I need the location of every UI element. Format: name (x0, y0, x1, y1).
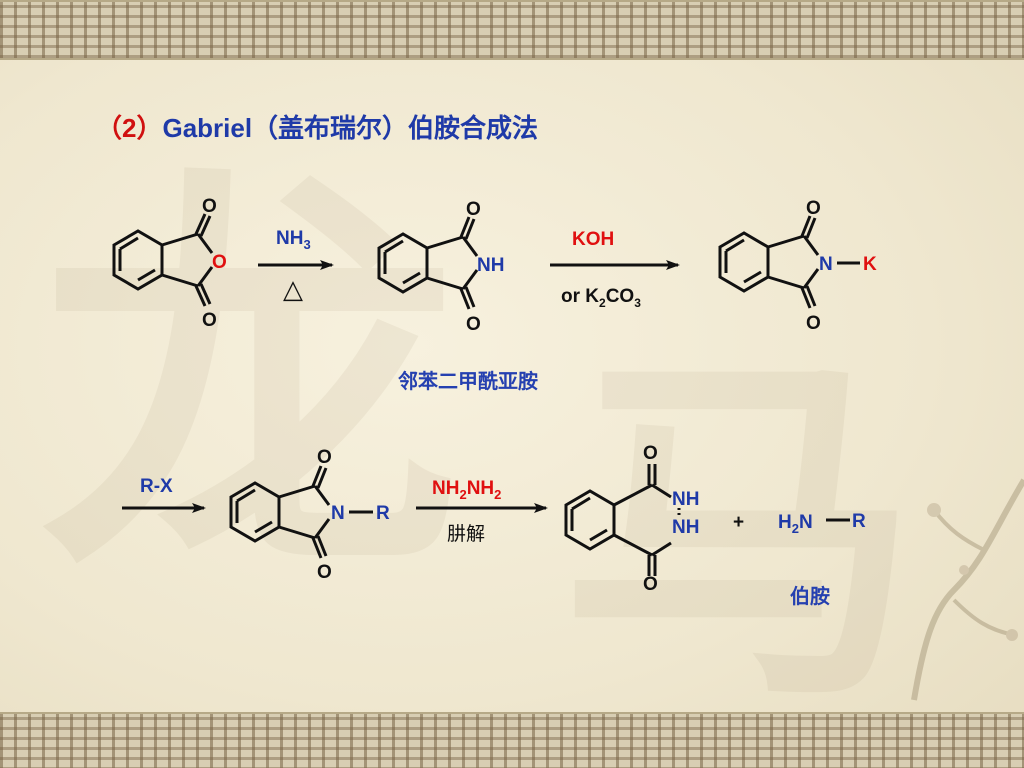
title-text: Gabriel（盖布瑞尔）伯胺合成法 (162, 113, 539, 143)
heat-symbol: △ (283, 275, 303, 305)
phthalic-anhydride-molecule (112, 213, 214, 307)
hydrazinolysis-label: 肼解 (447, 523, 485, 545)
hydrazine-a: NH (432, 478, 459, 499)
amine-h: H (778, 512, 792, 533)
potassium-atom: K (863, 254, 877, 275)
reagent-hydrazine: NH2NH2 (432, 478, 501, 502)
alkylphthalimide-oxygen-bottom: O (317, 562, 332, 583)
bottom-decorative-border (0, 712, 1024, 768)
hydrazide-oxygen-bottom: O (643, 574, 658, 595)
reagent-koh: KOH (572, 229, 614, 250)
k-phthalimide-oxygen-bottom: O (806, 313, 821, 334)
n-alkylphthalimide-molecule (229, 465, 373, 559)
phthalimide-nh: NH (477, 255, 504, 276)
primary-amine-label: 伯胺 (790, 586, 830, 608)
amine-sub: 2 (792, 521, 799, 536)
anhydride-ring-oxygen: O (212, 252, 227, 273)
title-number: （2） (96, 113, 163, 143)
k2co3-mid: CO (606, 286, 635, 307)
reagent-rx: R-X (140, 476, 173, 497)
anhydride-oxygen-bottom: O (202, 310, 217, 331)
hydrazine-b: NH (467, 478, 494, 499)
slide-title: （2）Gabriel（盖布瑞尔）伯胺合成法 (96, 108, 538, 145)
reagent-nh3: NH3 (276, 228, 311, 252)
reagent-nh3-sub: 3 (303, 237, 310, 252)
plum-branch-decoration (911, 478, 1024, 701)
k-phthalimide-nitrogen: N (819, 254, 833, 275)
anhydride-oxygen-top: O (202, 196, 217, 217)
hydrazine-sub2: 2 (494, 487, 501, 502)
hydrazine-sub1: 2 (459, 487, 466, 502)
hydrazide-oxygen-top: O (643, 443, 658, 464)
phthalimide-oxygen-top: O (466, 199, 481, 220)
amine-n: N (799, 512, 813, 533)
potassium-phthalimide-molecule (718, 215, 860, 309)
top-decorative-border (0, 0, 1024, 60)
alkylphthalimide-oxygen-top: O (317, 447, 332, 468)
hydrazide-nh-top: NH (672, 489, 699, 510)
amine-r-group: R (852, 511, 866, 532)
primary-amine-formula: H2N (778, 512, 813, 536)
k2co3-prefix: or K (561, 286, 599, 307)
k-phthalimide-oxygen-top: O (806, 198, 821, 219)
phthalhydrazide-molecule (564, 464, 681, 576)
hydrazide-nh-bottom: NH (672, 517, 699, 538)
k2co3-sub2: 3 (634, 296, 641, 310)
phthalimide-oxygen-bottom: O (466, 314, 481, 335)
plus-sign: + (733, 512, 744, 533)
phthalimide-molecule (377, 216, 479, 310)
alkylphthalimide-nitrogen: N (331, 503, 345, 524)
reagent-k2co3: or K2CO3 (561, 286, 641, 310)
reagent-nh3-main: NH (276, 228, 303, 249)
alkylphthalimide-r-group: R (376, 503, 390, 524)
k2co3-sub1: 2 (599, 296, 606, 310)
phthalimide-label: 邻苯二甲酰亚胺 (398, 371, 538, 393)
